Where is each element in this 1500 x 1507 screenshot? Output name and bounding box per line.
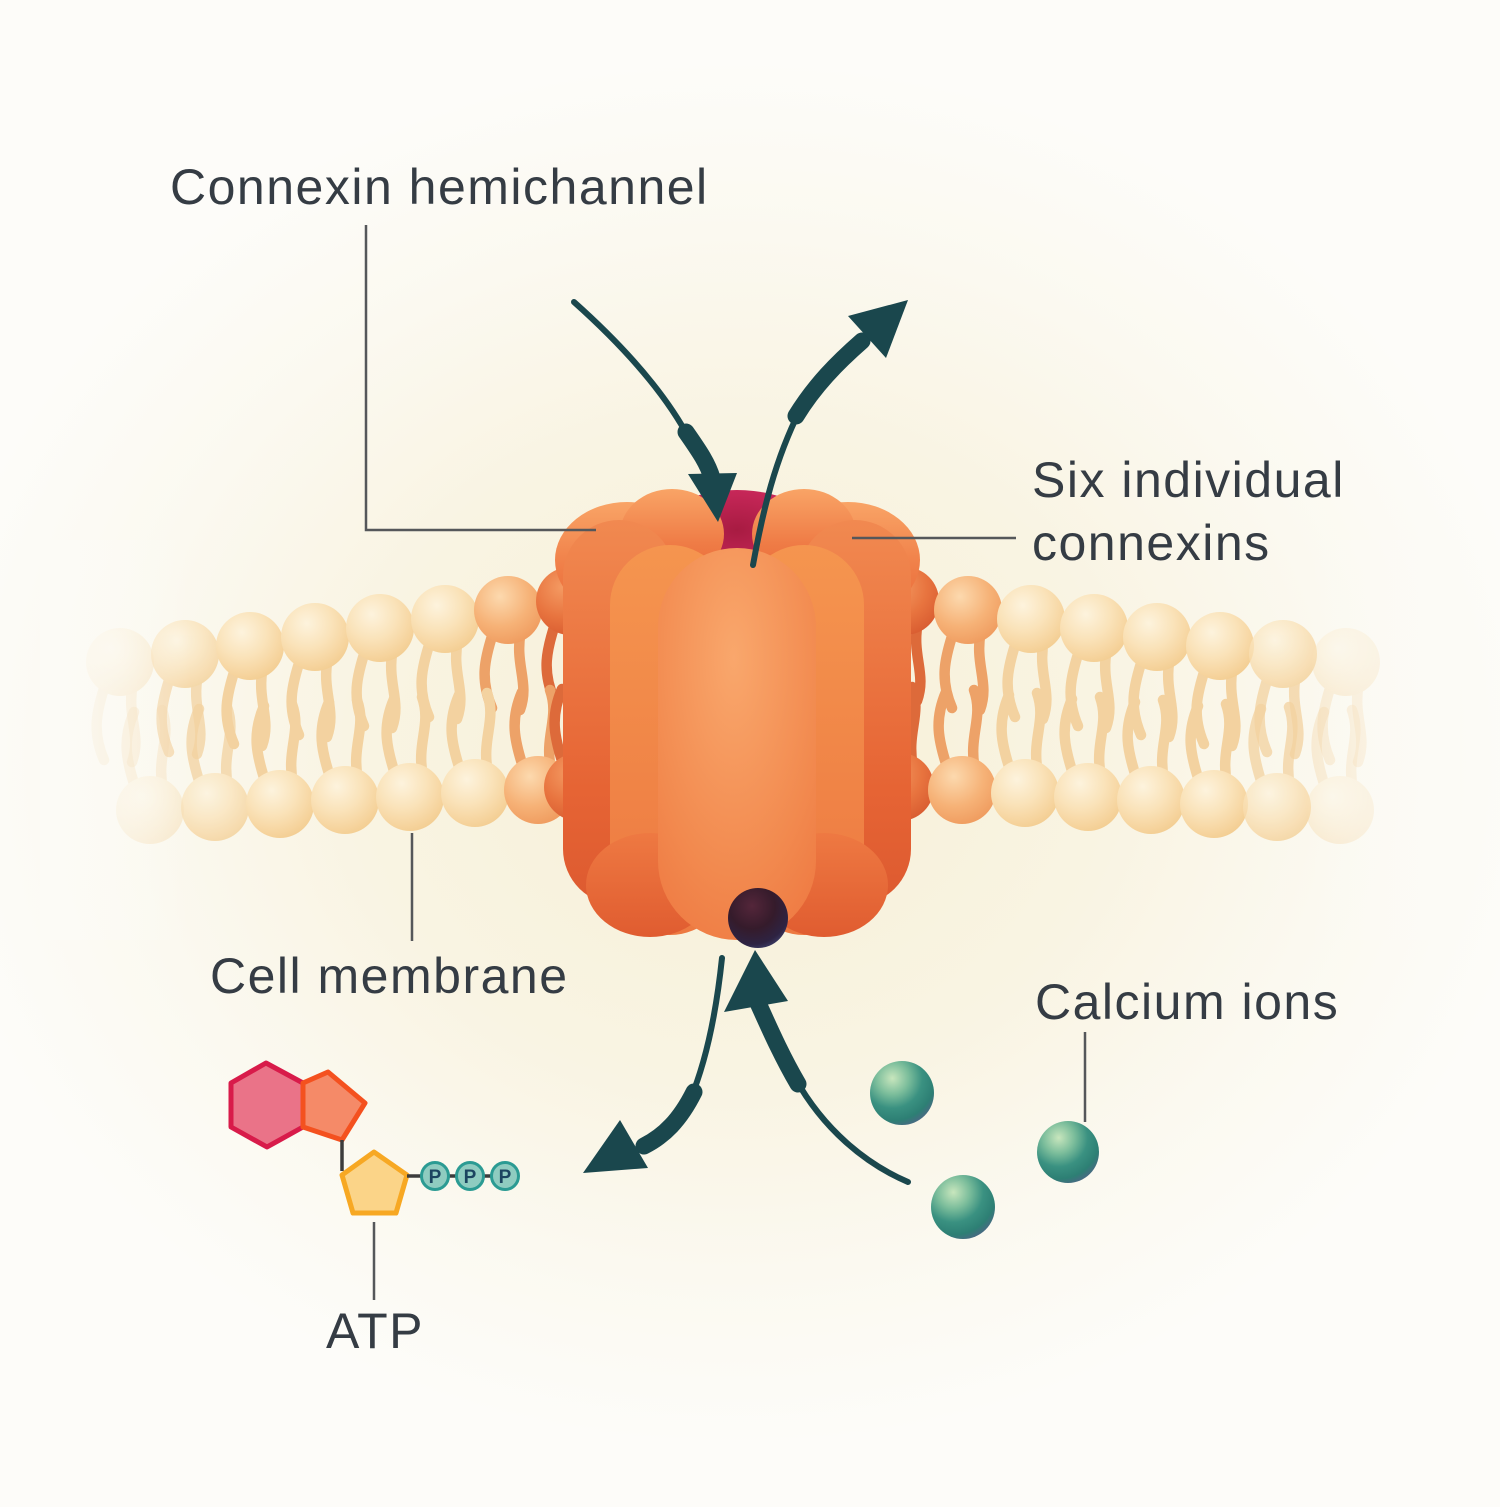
- lipid-tail: [381, 693, 402, 783]
- lipid-head: [1180, 770, 1248, 838]
- lipid-head: [474, 576, 542, 644]
- phosphate-label: P: [499, 1167, 512, 1188]
- lipid-tail: [933, 686, 954, 776]
- phospholipid: [1117, 694, 1185, 834]
- arrow-out-of-channel-top-icon: [750, 300, 908, 568]
- label-connexins: connexins: [1032, 515, 1271, 571]
- membrane-fade-left: [40, 540, 190, 940]
- phospholipid: [997, 585, 1065, 725]
- connexin-subunit-front: [658, 548, 816, 940]
- phosphate-circle: [420, 1161, 450, 1191]
- lipid-tail: [509, 686, 530, 776]
- leader-connexin-hemichannel: [364, 225, 596, 532]
- lipid-tail: [415, 691, 431, 783]
- dark-ion: [728, 888, 788, 948]
- lipid-tail: [1128, 651, 1149, 741]
- phospholipid: [246, 698, 314, 838]
- lipid-head: [991, 759, 1059, 827]
- calcium-ions-group: [870, 1061, 1099, 1239]
- phospholipid: [1186, 612, 1254, 752]
- lipid-head: [441, 759, 509, 827]
- calcium-ion: [870, 1061, 934, 1125]
- atp-adenine-pentagon: [300, 1069, 368, 1143]
- phospholipid: [1054, 691, 1122, 831]
- lipid-head: [928, 756, 996, 824]
- lipid-tail: [1219, 698, 1235, 790]
- label-cell-membrane: Cell membrane: [210, 948, 569, 1004]
- lipid-head: [281, 603, 349, 671]
- label-atp: ATP: [326, 1303, 424, 1359]
- lipid-tail: [446, 689, 467, 779]
- lipid-tail: [1282, 701, 1298, 793]
- lipid-head: [1117, 766, 1185, 834]
- phosphate-circle: [455, 1161, 485, 1191]
- calcium-ion: [1037, 1121, 1099, 1183]
- lipid-head: [1243, 773, 1311, 841]
- membrane-fade-right: [1310, 540, 1460, 940]
- lipid-head: [311, 766, 379, 834]
- arrow-into-channel-bottom-icon: [724, 950, 911, 1185]
- phosphate-label: P: [464, 1167, 477, 1188]
- lipid-tail: [1030, 687, 1046, 779]
- lipid-head: [1054, 763, 1122, 831]
- lipid-tail: [905, 681, 921, 773]
- label-six-individual: Six individual: [1032, 452, 1345, 508]
- lipid-head: [1060, 594, 1128, 662]
- lipid-tail: [967, 684, 983, 776]
- lipid-head: [997, 585, 1065, 653]
- connexin-hemichannel-protein: [555, 489, 920, 940]
- lipid-tail: [549, 683, 570, 773]
- leader-lines: [364, 225, 1087, 1300]
- cell-membrane-bilayer: [86, 567, 1380, 844]
- label-calcium-ions: Calcium ions: [1035, 974, 1339, 1030]
- arrow-out-of-channel-bottom-icon: [583, 955, 725, 1173]
- lipid-head: [1249, 620, 1317, 688]
- lipid-tail: [1185, 700, 1206, 790]
- lipid-head: [1186, 612, 1254, 680]
- phospholipid: [928, 684, 996, 824]
- phospholipid: [1243, 701, 1311, 841]
- lipid-tail: [1059, 693, 1080, 783]
- atp-ribose-pentagon: [339, 1149, 410, 1216]
- lipid-head: [346, 594, 414, 662]
- lipid-tail: [350, 694, 366, 786]
- lipid-tail: [285, 698, 301, 790]
- lipid-head: [216, 612, 284, 680]
- phospholipid: [1123, 603, 1191, 743]
- atp-adenine-hexagon: [228, 1060, 306, 1150]
- phospholipid: [411, 585, 479, 725]
- phospholipid: [311, 694, 379, 834]
- lipid-tail: [480, 687, 496, 779]
- phospholipid: [181, 701, 249, 841]
- lipid-head: [411, 585, 479, 653]
- phosphate-label: P: [429, 1167, 442, 1188]
- phospholipid: [1180, 698, 1248, 838]
- lipid-tail: [996, 689, 1017, 779]
- flow-arrows: [571, 299, 911, 1185]
- lipid-head: [376, 763, 444, 831]
- phospholipid: [991, 687, 1059, 827]
- arrow-into-channel-top-icon: [571, 299, 737, 522]
- lipid-head: [246, 770, 314, 838]
- lipid-head: [1123, 603, 1191, 671]
- phospholipid: [441, 687, 509, 827]
- calcium-ion: [931, 1175, 995, 1239]
- phospholipid: [376, 691, 444, 831]
- lipid-tail: [1156, 694, 1172, 786]
- labels: Connexin hemichannel Six individual conn…: [170, 159, 1345, 1359]
- label-connexin-hemichannel: Connexin hemichannel: [170, 159, 709, 215]
- lipid-tail: [1093, 691, 1109, 783]
- phosphate-circle: [490, 1161, 520, 1191]
- lipid-head: [181, 773, 249, 841]
- lipid-tail: [1122, 696, 1143, 786]
- lipid-tail: [220, 701, 236, 793]
- phospholipid: [934, 576, 1002, 716]
- lipid-head: [934, 576, 1002, 644]
